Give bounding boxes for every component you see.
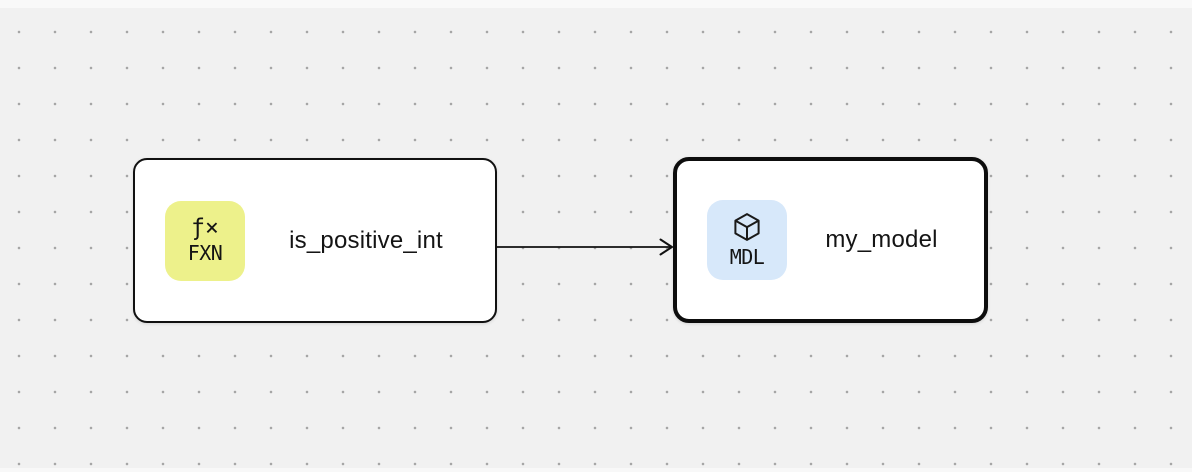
node-label: is_positive_int <box>289 226 443 254</box>
badge-type-label: MDL <box>729 245 765 269</box>
badge-type-label: FXN <box>187 241 223 266</box>
cube-icon <box>734 213 760 241</box>
function-icon: ƒ× <box>191 214 219 241</box>
fxn-badge: ƒ× FXN <box>165 200 245 281</box>
arrowhead-icon <box>659 238 674 256</box>
node-is-positive-int[interactable]: ƒ× FXN is_positive_int <box>133 158 497 323</box>
edge-is-positive-int-to-my-model[interactable] <box>497 238 674 256</box>
mdl-badge: MDL <box>707 200 787 280</box>
node-label: my_model <box>825 226 938 253</box>
canvas-top-edge <box>0 0 1192 8</box>
node-my-model[interactable]: MDL my_model <box>673 157 988 323</box>
canvas-bottom-edge <box>0 468 1192 472</box>
